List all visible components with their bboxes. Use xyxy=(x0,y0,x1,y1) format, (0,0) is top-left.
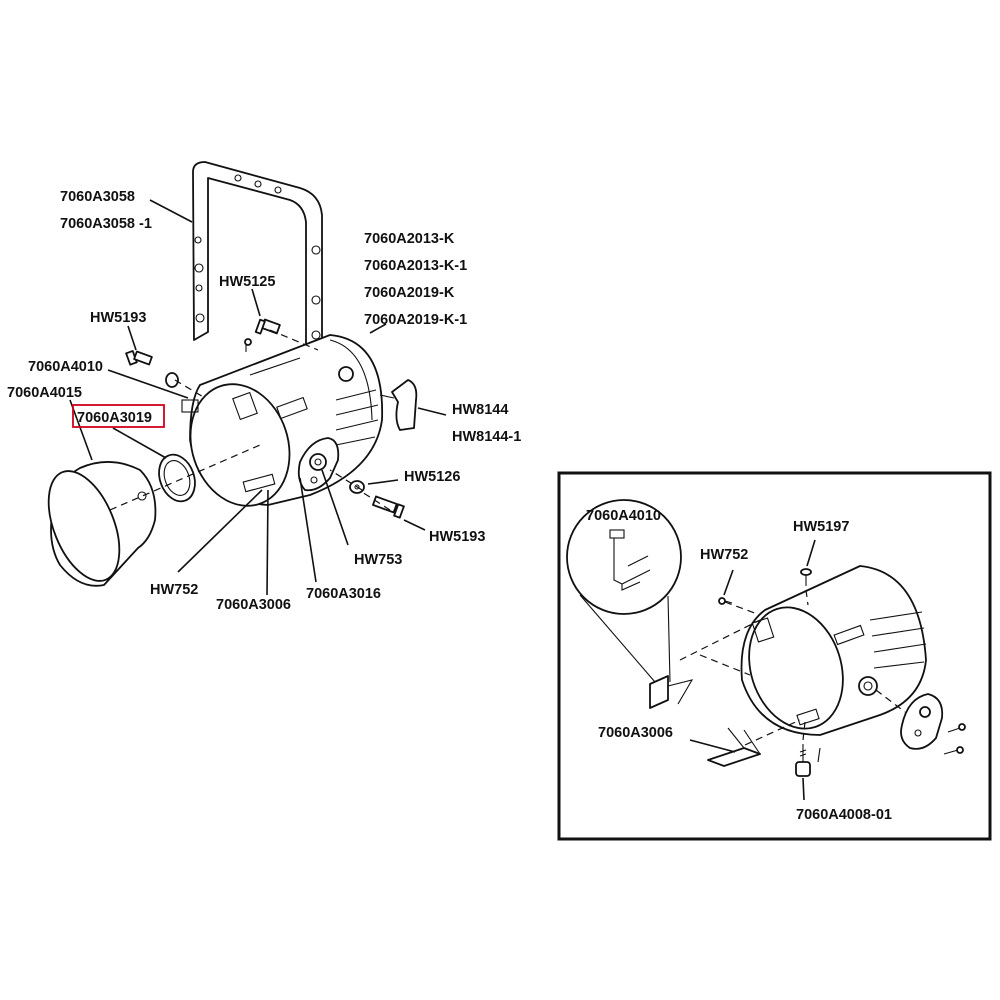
tilt-knob xyxy=(379,379,418,431)
label-HW8144-1: HW8144-1 xyxy=(452,429,521,445)
label-7060A3016: 7060A3016 xyxy=(306,586,381,602)
inset-small-screw xyxy=(817,747,821,763)
screw-hw5197 xyxy=(800,568,812,586)
side-plate xyxy=(297,437,340,492)
inset-bracket-7060A4010 xyxy=(649,675,694,709)
bolt-hw5193-bottom xyxy=(372,495,405,519)
inset-leader-lines xyxy=(689,539,816,801)
label-7060A4010: 7060A4010 xyxy=(28,359,103,375)
inset-label-HW5197: HW5197 xyxy=(793,519,849,535)
inset-label-7060A4008-01: 7060A4008-01 xyxy=(796,807,892,823)
detail-inset-view: 7060A4010 HW752 HW5197 7060A3006 7060A40… xyxy=(557,471,992,841)
label-HW5193-top: HW5193 xyxy=(90,310,146,326)
label-HW753: HW753 xyxy=(354,552,402,568)
bolt-hw5193-top xyxy=(125,350,179,388)
screw-hw752 xyxy=(718,597,733,605)
inset-alignment-lines xyxy=(679,589,906,746)
magnifier-circle xyxy=(566,499,682,615)
label-7060A3058-1: 7060A3058 -1 xyxy=(60,216,152,232)
label-7060A2019-K-1: 7060A2019-K-1 xyxy=(364,312,467,328)
magnifier-cone xyxy=(579,594,671,683)
washer-yoke xyxy=(338,366,354,382)
label-HW752: HW752 xyxy=(150,582,198,598)
label-7060A2013-K: 7060A2013-K xyxy=(364,231,455,247)
front-lens-cap xyxy=(47,461,157,587)
retaining-ring xyxy=(158,453,196,503)
label-HW5126: HW5126 xyxy=(404,469,460,485)
label-7060A3019: 7060A3019 xyxy=(77,410,152,426)
alignment-lines xyxy=(109,329,391,511)
label-7060A4015: 7060A4015 xyxy=(7,385,82,401)
magnified-bracket xyxy=(609,529,651,591)
inset-label-7060A3006: 7060A3006 xyxy=(598,725,673,741)
inset-label-HW752: HW752 xyxy=(700,547,748,563)
label-HW5125: HW5125 xyxy=(219,274,275,290)
label-7060A2019-K: 7060A2019-K xyxy=(364,285,455,301)
label-7060A2013-K-1: 7060A2013-K-1 xyxy=(364,258,467,274)
thumbscrew-7060A4008-01 xyxy=(795,744,811,777)
inset-label-7060A4010: 7060A4010 xyxy=(586,508,661,524)
label-HW5193-bottom: HW5193 xyxy=(429,529,485,545)
screw-hw5125 xyxy=(244,318,281,352)
inset-screws-right xyxy=(943,723,966,755)
inset-side-plate xyxy=(900,693,944,750)
label-7060A3006: 7060A3006 xyxy=(216,597,291,613)
label-HW8144: HW8144 xyxy=(452,402,508,418)
main-exploded-view: 7060A3058 7060A3058 -1 7060A2013-K 7060A… xyxy=(7,161,521,613)
label-7060A3058: 7060A3058 xyxy=(60,189,135,205)
highlight-box-7060A3019 xyxy=(72,404,165,428)
